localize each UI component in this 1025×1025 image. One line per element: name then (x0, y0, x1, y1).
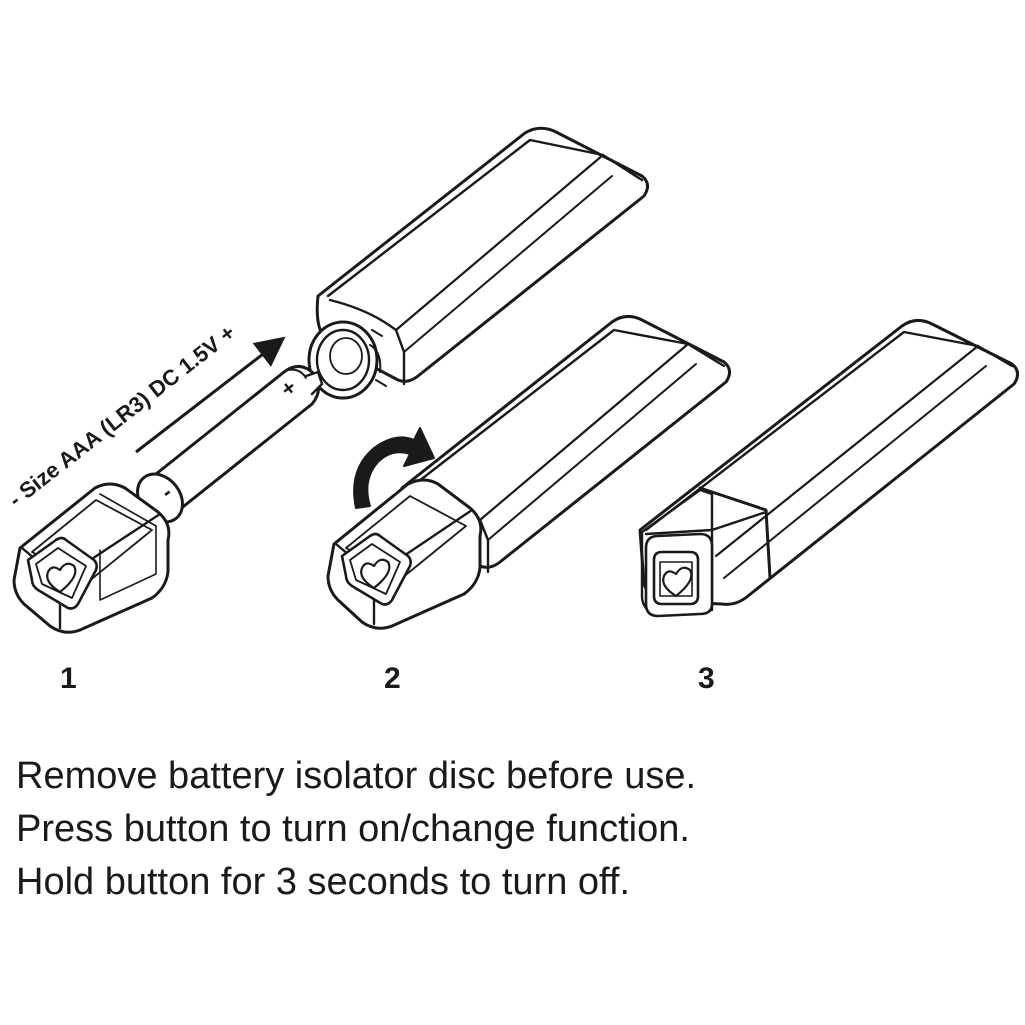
instruction-line-1: Remove battery isolator disc before use. (16, 755, 697, 797)
step-2-illustration (326, 315, 731, 630)
heart-icon (662, 566, 693, 598)
step-1-illustration (12, 126, 649, 634)
step-3-illustration (638, 319, 1019, 618)
arrow-icon (135, 336, 286, 454)
instruction-line-3: Hold button for 3 seconds to turn off. (16, 861, 631, 903)
heart-icon (46, 562, 77, 594)
step-number-3: 3 (698, 662, 715, 695)
rotate-arrow-icon (353, 427, 435, 509)
device-cap-step2 (326, 478, 483, 630)
device-body-open (307, 126, 649, 400)
step-number-2: 2 (384, 662, 401, 695)
device-cap-step1 (12, 482, 171, 634)
battery-installation-diagram: - Size AAA (LR3) DC 1.5V + + - (4, 126, 1019, 634)
instruction-line-2: Press button to turn on/change function. (16, 808, 690, 850)
step-number-1: 1 (60, 662, 77, 695)
instructions-text: Remove battery isolator disc before use.… (16, 750, 1006, 909)
device-assembled (638, 319, 1019, 618)
heart-icon (360, 558, 391, 590)
